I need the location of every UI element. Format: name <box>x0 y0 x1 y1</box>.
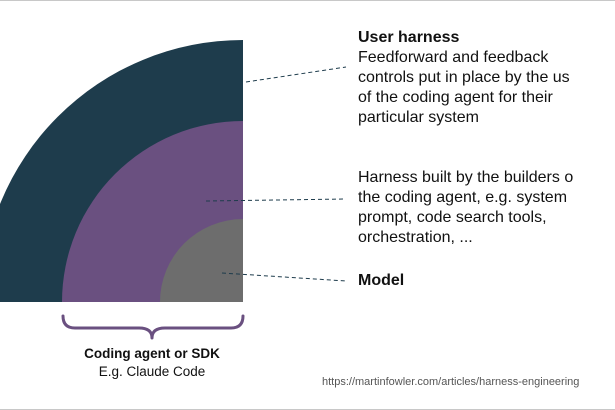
user-harness-leader-line <box>245 66 347 83</box>
user-harness-line-3: of the coding agent for their <box>358 89 553 106</box>
builder-harness-line-1: Harness built by the builders o <box>358 169 574 186</box>
source-url: https://martinfowler.com/articles/harnes… <box>322 376 580 388</box>
builder-harness-description: Harness built by the builders o the codi… <box>358 168 573 248</box>
user-harness-line-2: controls put in place by the us <box>358 69 570 86</box>
user-harness-line-4: particular system <box>358 109 479 126</box>
model-title: Model <box>358 272 405 289</box>
user-harness-line-1: Feedforward and feedback <box>358 49 549 66</box>
builder-harness-line-3: prompt, code search tools, <box>358 209 547 226</box>
coding-agent-bracket <box>61 314 245 340</box>
bracket-subtitle: E.g. Claude Code <box>98 364 206 379</box>
builder-harness-leader-line <box>205 198 347 202</box>
bracket-title: Coding agent or SDK <box>84 346 220 361</box>
builder-harness-line-4: orchestration, ... <box>358 229 473 246</box>
builder-harness-line-2: the coding agent, e.g. system <box>358 189 568 206</box>
user-harness-title: User harness <box>358 29 460 46</box>
model-layer <box>160 219 243 302</box>
user-harness-description: Feedforward and feedback controls put in… <box>358 48 570 128</box>
